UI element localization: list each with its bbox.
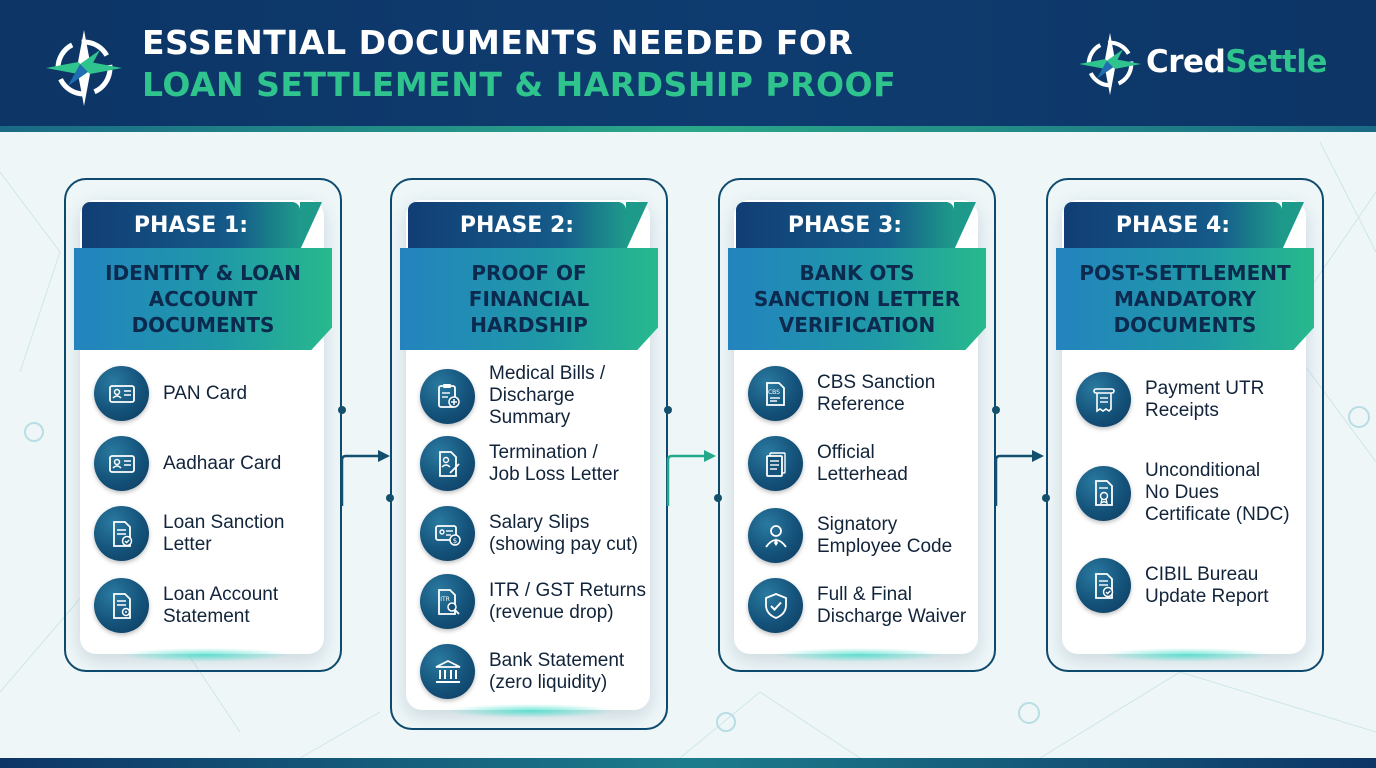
title-line-1: ESSENTIAL DOCUMENTS NEEDED FOR	[142, 23, 854, 62]
item-label: Unconditional No Dues Certificate (NDC)	[1145, 460, 1290, 525]
id-card-icon	[94, 366, 149, 421]
phase-2-frame	[390, 178, 668, 730]
item-label: Termination / Job Loss Letter	[489, 441, 619, 485]
list-item: Payment UTR Receipts	[1076, 372, 1312, 427]
connector-arrow-3-4	[994, 450, 1044, 506]
connector-dot	[338, 406, 346, 414]
header-banner	[0, 0, 1376, 126]
shield-check-icon	[748, 578, 803, 633]
approved-document-icon	[94, 506, 149, 561]
phase-4-title: POST-SETTLEMENT MANDATORY DOCUMENTS	[1056, 248, 1314, 350]
list-item: Loan Account Statement	[94, 578, 324, 633]
medical-clipboard-icon	[420, 368, 475, 424]
decor-ring	[24, 422, 44, 442]
item-label: PAN Card	[163, 382, 248, 404]
tax-return-icon: ITR	[420, 574, 475, 629]
document-gear-icon	[94, 578, 149, 633]
decor-ring	[716, 712, 736, 732]
certificate-icon	[1076, 465, 1131, 521]
connector-dot	[1042, 494, 1050, 502]
item-label: Medical Bills / Discharge Summary	[489, 363, 606, 428]
item-label: Official Letterhead	[817, 441, 908, 485]
item-label: Loan Sanction Letter	[163, 511, 285, 555]
item-label: Full & Final Discharge Waiver	[817, 583, 967, 627]
phase-1-title: IDENTITY & LOAN ACCOUNT DOCUMENTS	[74, 248, 332, 350]
connector-dot	[714, 494, 722, 502]
item-label: Signatory Employee Code	[817, 513, 953, 557]
phase-3-frame	[718, 178, 996, 672]
receipt-icon	[1076, 372, 1131, 427]
phase-3-title: BANK OTS SANCTION LETTER VERIFICATION	[728, 248, 986, 350]
list-item: CBS CBS Sanction Reference	[748, 366, 984, 421]
decor-ring	[1348, 406, 1370, 428]
list-item: Aadhaar Card	[94, 436, 324, 491]
page-title: ESSENTIAL DOCUMENTS NEEDED FOR LOAN SETT…	[142, 22, 896, 106]
phase-4-label: PHASE 4:	[1064, 202, 1304, 250]
id-card-icon	[94, 436, 149, 491]
list-item: ITR ITR / GST Returns (revenue drop)	[420, 574, 656, 629]
phase-2-title: PROOF OF FINANCIAL HARDSHIP	[400, 248, 658, 350]
connector-arrow-1-2	[340, 450, 390, 506]
item-label: Aadhaar Card	[163, 452, 282, 474]
brand-part-2: Settle	[1225, 44, 1327, 80]
item-label: Bank Statement (zero liquidity)	[489, 649, 625, 693]
list-item: PAN Card	[94, 366, 324, 421]
connector-dot	[992, 406, 1000, 414]
phase-1-label: PHASE 1:	[82, 202, 322, 250]
phase-3-label: PHASE 3:	[736, 202, 976, 250]
phase-3-glow	[774, 648, 944, 662]
cbs-reference-icon: CBS	[748, 366, 803, 421]
item-label: CBS Sanction Reference	[817, 371, 936, 415]
item-label: Payment UTR Receipts	[1145, 377, 1265, 421]
list-item: $ Salary Slips (showing pay cut)	[420, 506, 656, 561]
bank-icon	[420, 644, 475, 699]
list-item: Unconditional No Dues Certificate (NDC)	[1076, 460, 1312, 526]
salary-slip-icon: $	[420, 506, 475, 561]
item-label: ITR / GST Returns (revenue drop)	[489, 579, 646, 623]
letterhead-icon	[748, 436, 803, 491]
phase-1-frame	[64, 178, 342, 672]
list-item: CIBIL Bureau Update Report	[1076, 558, 1312, 613]
svg-text:$: $	[452, 537, 456, 545]
list-item: Loan Sanction Letter	[94, 506, 324, 561]
list-item: Full & Final Discharge Waiver	[748, 578, 984, 633]
svg-text:CBS: CBS	[767, 389, 779, 396]
list-item: Signatory Employee Code	[748, 508, 984, 563]
footer-stripe	[0, 758, 1376, 768]
phase-4-glow	[1102, 648, 1272, 662]
connector-arrow-2-3	[666, 450, 716, 506]
brand-compass-icon	[1078, 32, 1142, 96]
brand-logo-text: CredSettle	[1146, 44, 1327, 80]
svg-text:ITR: ITR	[440, 596, 450, 603]
item-label: Salary Slips (showing pay cut)	[489, 511, 638, 555]
phase-2-glow	[446, 704, 616, 718]
phase-4-frame	[1046, 178, 1324, 672]
connector-dot	[386, 494, 394, 502]
header-stripe	[0, 126, 1376, 132]
list-item: Bank Statement (zero liquidity)	[420, 644, 656, 699]
title-line-2: LOAN SETTLEMENT & HARDSHIP PROOF	[142, 65, 897, 104]
list-item: Medical Bills / Discharge Summary	[420, 363, 656, 428]
decor-ring	[1018, 702, 1040, 724]
employee-icon	[748, 508, 803, 563]
report-check-icon	[1076, 558, 1131, 613]
item-label: Loan Account Statement	[163, 583, 279, 627]
brand-part-1: Cred	[1146, 44, 1226, 80]
phase-2-label: PHASE 2:	[408, 202, 648, 250]
connector-dot	[664, 406, 672, 414]
phase-1-glow	[120, 648, 290, 662]
background-network-lines	[0, 141, 1376, 758]
termination-letter-icon	[420, 436, 475, 491]
list-item: Termination / Job Loss Letter	[420, 436, 656, 491]
list-item: Official Letterhead	[748, 436, 984, 491]
compass-logo-icon	[46, 30, 122, 106]
item-label: CIBIL Bureau Update Report	[1145, 563, 1269, 607]
